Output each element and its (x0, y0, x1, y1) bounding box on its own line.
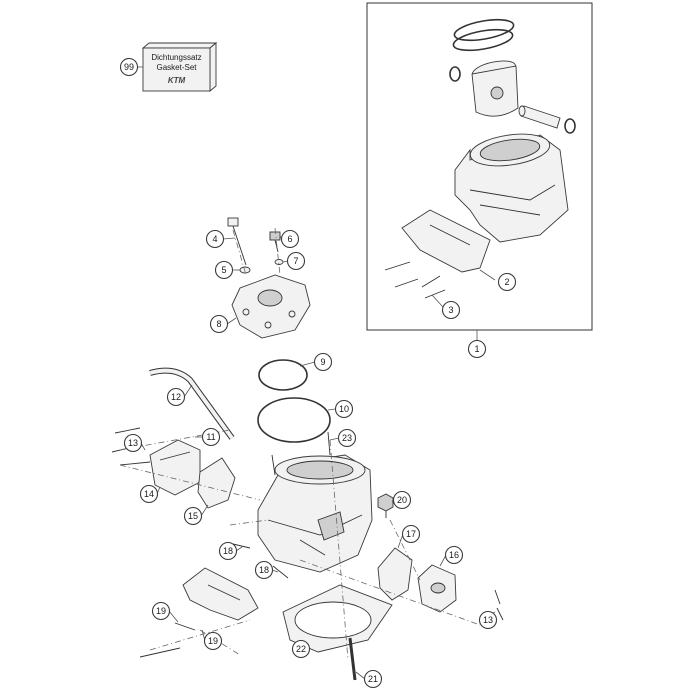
callout-13-left: 13 (123, 433, 146, 453)
callout-6: 6 (279, 229, 300, 249)
kit-intake-flange (401, 209, 491, 273)
callout-7: 7 (282, 251, 306, 271)
callout-18-upper: 18 (218, 541, 243, 561)
cylinder-stud (348, 637, 357, 681)
svg-text:5: 5 (221, 265, 226, 275)
piston-pin-clip (564, 118, 576, 134)
svg-text:14: 14 (144, 489, 154, 499)
head-o-ring-small (258, 359, 308, 391)
callout-12: 12 (166, 384, 193, 407)
callout-15: 15 (183, 504, 209, 526)
svg-text:1: 1 (474, 344, 479, 354)
piston-pin-clip (449, 66, 461, 82)
svg-text:20: 20 (397, 495, 407, 505)
gasket-set-box: Dichtungssatz Gasket-Set KTM (141, 42, 218, 92)
svg-text:13: 13 (128, 438, 138, 448)
callout-1: 1 (467, 339, 487, 359)
callout-9: 9 (299, 352, 333, 372)
svg-text:99: 99 (124, 62, 134, 72)
callout-11: 11 (195, 427, 221, 447)
cylinder (257, 454, 373, 573)
cylinder-head (231, 274, 311, 339)
callout-20: 20 (391, 490, 412, 510)
svg-text:16: 16 (449, 550, 459, 560)
svg-text:22: 22 (296, 644, 306, 654)
callout-19-lower: 19 (201, 629, 223, 651)
svg-text:4: 4 (212, 234, 217, 244)
svg-text:2: 2 (504, 277, 509, 287)
svg-text:21: 21 (368, 674, 378, 684)
ktm-logo: KTM (168, 76, 186, 85)
callout-5: 5 (214, 260, 240, 280)
svg-text:9: 9 (320, 357, 325, 367)
callout-16: 16 (439, 545, 464, 567)
head-nut (269, 231, 281, 253)
svg-text:17: 17 (406, 529, 416, 539)
head-bolt-long (227, 217, 247, 266)
kit-cylinder (454, 133, 569, 243)
svg-text:19: 19 (208, 636, 218, 646)
callout-99: 99 (119, 57, 143, 77)
svg-text:19: 19 (156, 606, 166, 616)
cylinder-nut (377, 493, 394, 518)
svg-text:13: 13 (483, 615, 493, 625)
piston (471, 60, 519, 117)
svg-text:6: 6 (287, 234, 292, 244)
svg-text:3: 3 (448, 305, 453, 315)
gasket-set-label-de: Dichtungssatz (151, 53, 201, 62)
svg-text:11: 11 (206, 432, 215, 442)
svg-text:10: 10 (339, 404, 349, 414)
callout-2: 2 (479, 269, 517, 292)
side-cover-gasket (377, 547, 413, 601)
svg-text:12: 12 (171, 392, 181, 402)
callout-14: 14 (139, 484, 161, 504)
svg-text:7: 7 (293, 256, 298, 266)
svg-text:18: 18 (223, 546, 233, 556)
exhaust-control-cover (149, 439, 201, 496)
callout-4: 4 (205, 229, 236, 249)
piston-rings (452, 18, 515, 52)
svg-text:18: 18 (259, 565, 269, 575)
small-bolts (111, 427, 504, 658)
callout-10: 10 (327, 399, 354, 419)
svg-text:23: 23 (342, 433, 352, 443)
callout-17: 17 (397, 524, 421, 549)
callout-22: 22 (291, 639, 311, 659)
callout-8: 8 (209, 314, 237, 334)
gasket-set-label-en: Gasket-Set (156, 63, 197, 72)
piston-pin (518, 105, 561, 129)
callout-21: 21 (355, 669, 383, 689)
kit-bolts (384, 261, 446, 299)
intake-flange (182, 567, 259, 621)
cylinder-kit-frame (366, 2, 593, 331)
cover-gasket (197, 457, 236, 509)
head-o-ring-large (257, 397, 331, 443)
callout-13-right: 13 (478, 610, 498, 630)
callout-18-lower: 18 (254, 560, 279, 580)
side-cover (417, 564, 457, 613)
callout-23: 23 (329, 428, 357, 448)
svg-text:8: 8 (216, 319, 221, 329)
svg-text:15: 15 (188, 511, 198, 521)
callout-19-upper: 19 (151, 601, 179, 623)
callout-3: 3 (431, 294, 461, 320)
